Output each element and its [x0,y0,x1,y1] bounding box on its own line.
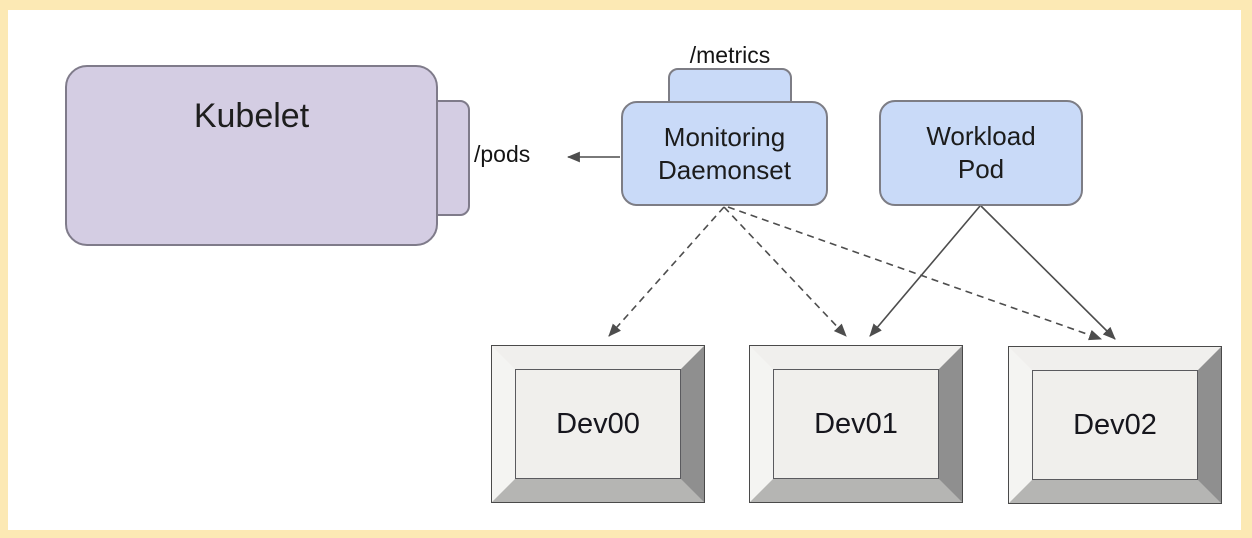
device-node-dev00: Dev00 [491,345,705,503]
diagram-panel: Kubelet /metrics /pods Monitoring Daemon… [8,10,1241,530]
workload-pod-node: Workload Pod [879,100,1083,206]
device-node-dev01: Dev01 [749,345,963,503]
pods-endpoint-label: /pods [474,141,531,167]
device-face-dev00: Dev00 [515,369,681,479]
kubelet-label: Kubelet [193,97,310,135]
device-label-dev01: Dev01 [814,407,898,440]
monitoring-daemonset-node: Monitoring Daemonset [621,101,828,206]
device-face-dev01: Dev01 [773,369,939,479]
edge-monitoring-to-dev00 [608,206,725,337]
device-node-dev02: Dev02 [1008,346,1222,504]
edge-monitoring-to-dev02 [727,206,1103,341]
edge-monitoring-to-dev01 [723,206,847,337]
monitoring-daemonset-label: Monitoring Daemonset [658,121,791,185]
kubelet-node: Kubelet [65,65,438,246]
device-label-dev00: Dev00 [556,407,640,440]
workload-pod-label: Workload Pod [926,121,1036,184]
device-face-dev02: Dev02 [1032,370,1198,480]
edge-workload-to-dev02 [980,205,1116,340]
metrics-endpoint-label: /metrics [689,42,771,68]
device-label-dev02: Dev02 [1073,408,1157,441]
edge-workload-to-dev01 [869,205,981,337]
